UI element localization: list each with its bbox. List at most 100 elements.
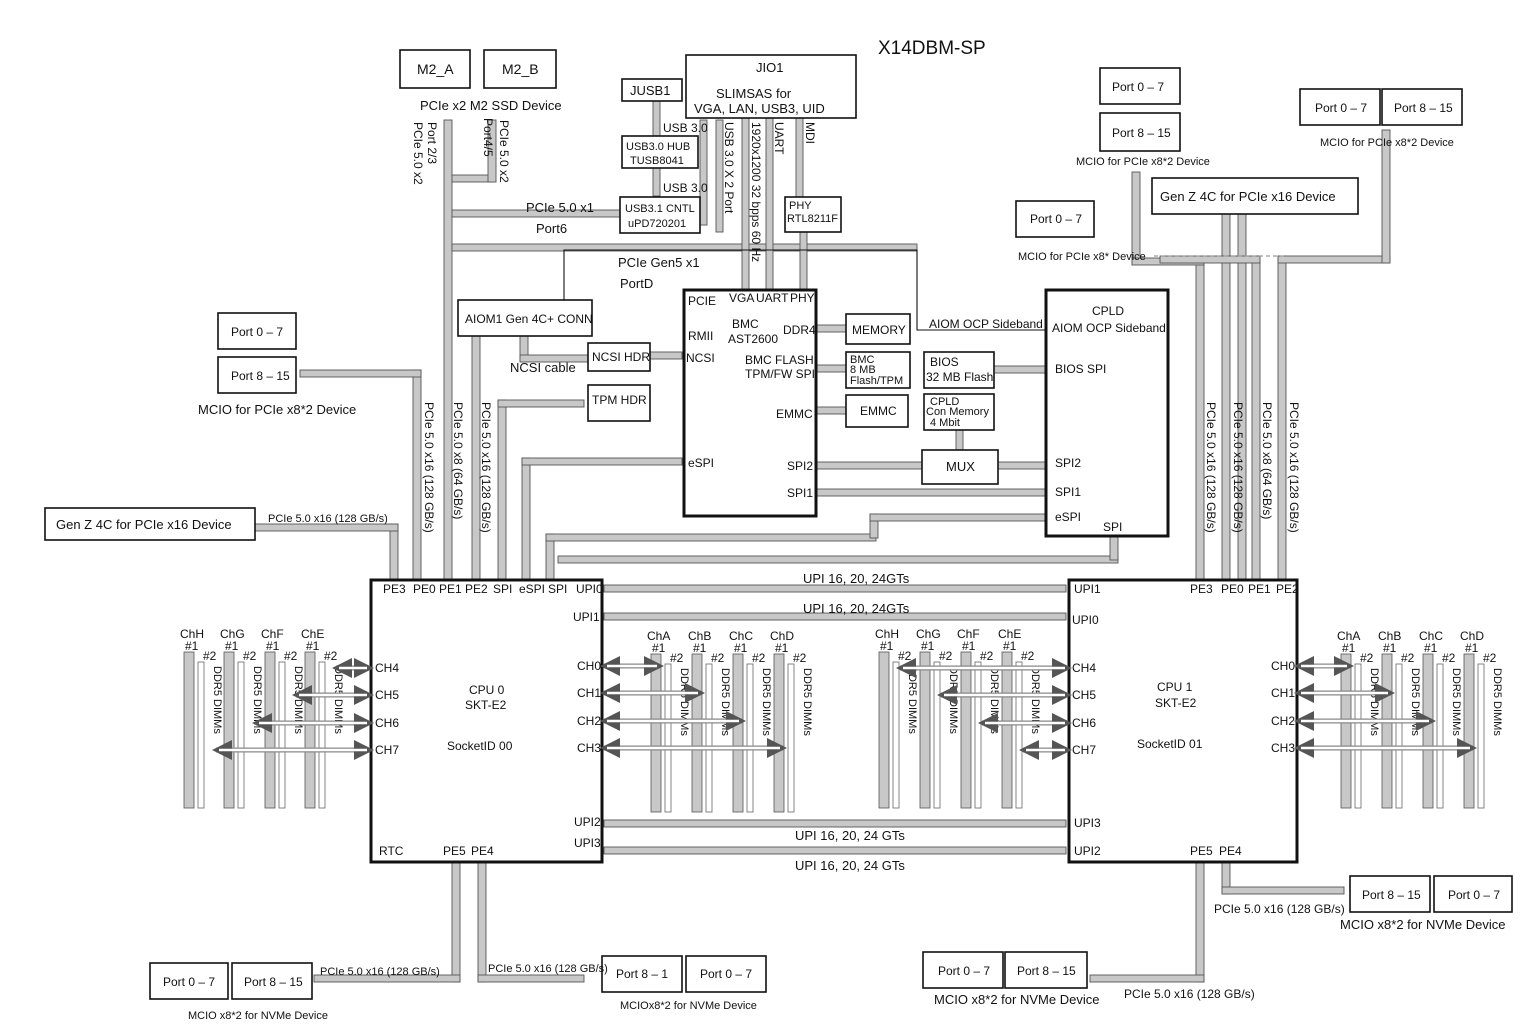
genz-left-label: Gen Z 4C for PCIe x16 Device <box>56 517 232 532</box>
dimm-num1: #1 <box>1465 641 1479 655</box>
usb-hub-line2: TUSB8041 <box>630 155 684 167</box>
cpu0-pe4: PE4 <box>471 844 494 858</box>
dimm-slot-2 <box>318 661 326 809</box>
dimm-num1: #1 <box>775 641 789 655</box>
bmc-mem-line1: BMC <box>850 354 875 366</box>
bmc-ddr4: DDR4 <box>783 323 816 337</box>
cpu0-socketid: SocketID 00 <box>447 739 513 753</box>
dimm-slot-2 <box>1015 661 1023 809</box>
jio1-line1: SLIMSAS for <box>716 86 792 101</box>
bl-caption: MCIO x8*2 for NVMe Device <box>188 1010 328 1022</box>
dimm-label: DDR5 DIMMs <box>801 668 813 736</box>
dimm-num1: #1 <box>185 639 199 653</box>
bus-r-pe0 <box>1221 213 1231 581</box>
dimm-num2: #2 <box>752 651 766 665</box>
cpu0-upi3: UPI3 <box>574 836 601 850</box>
cpld-mem-box <box>923 393 995 431</box>
bus-mdi <box>795 117 804 199</box>
bmc-pcie: PCIE <box>688 294 716 308</box>
bmc-mem-line2: 8 MB <box>850 364 876 376</box>
dimm-num2: #2 <box>898 649 912 663</box>
m2-b-box <box>483 49 557 89</box>
m2-b-label: M2_B <box>502 61 539 77</box>
usb30-label-a: USB 3.0 <box>663 121 708 135</box>
usb-hub-line1: USB3.0 HUB <box>626 141 690 153</box>
m2-vlabel-2: Port 2/3 <box>425 122 439 164</box>
dimm-channel-label: ChB <box>1378 629 1401 643</box>
cpu0-upi1: UPI1 <box>573 610 600 624</box>
usb-cntl-box <box>619 196 701 234</box>
dimm-channel-label: ChA <box>647 629 670 643</box>
br-caption: MCIO x8*2 for NVMe Device <box>934 992 1099 1007</box>
rx8-port07-box <box>1015 200 1095 238</box>
emmc-label: EMMC <box>860 404 897 418</box>
usb-hub-box <box>621 135 699 169</box>
dimm-slot-2 <box>1436 663 1444 809</box>
bus-jusb-hub <box>652 99 661 137</box>
dimm-slot-2 <box>746 663 754 813</box>
rx8-port07: Port 0 – 7 <box>1030 212 1082 226</box>
m2-a-box <box>399 49 471 89</box>
cpu1: UPI1 UPI0 UPI3 UPI2 PE3 PE0 PE1 PE2 CPU … <box>1067 578 1299 864</box>
cpu0-socket: SKT-E2 <box>465 698 507 712</box>
vlabel-r1: PCIe 5.0 x16 (128 GB/s) <box>1204 402 1218 533</box>
bmc-spi2: SPI2 <box>787 459 813 473</box>
dimm-num1: #1 <box>734 641 748 655</box>
dimm-channel-label: ChD <box>770 629 794 643</box>
bmc-phy: PHY <box>790 291 815 305</box>
bmc-chip: AST2600 <box>728 332 778 346</box>
bus-mcio-left <box>299 369 422 378</box>
cpu1-pe4: PE4 <box>1219 844 1242 858</box>
vlabel-l2: PCIe 5.0 x8 (64 GB/s) <box>451 402 465 519</box>
dimm-channel-label: ChD <box>1460 629 1484 643</box>
bus-m2-b <box>487 119 497 183</box>
vlabel-r2: PCIe 5.0 x16 (128 GB/s) <box>1231 402 1245 533</box>
dimm-slot-2 <box>278 661 286 809</box>
dimm-label: DDR5 DIMMs <box>1491 668 1503 736</box>
cpu1-socketid: SocketID 01 <box>1137 737 1203 751</box>
bmc-espi: eSPI <box>688 456 714 470</box>
cpld-mem-line2: Con Memory <box>926 406 989 418</box>
dimm-channel-label: ChC <box>1419 629 1443 643</box>
dimm-channel-label: ChG <box>220 627 245 641</box>
cpu0-spi2: SPI <box>548 582 567 596</box>
br-pcie: PCIe 5.0 x16 (128 GB/s) <box>1124 987 1255 1001</box>
bios-line1: BIOS <box>930 355 959 369</box>
bc-port07: Port 0 – 7 <box>700 967 752 981</box>
dimm-num2: #2 <box>284 649 298 663</box>
bios-line2: 32 MB Flash <box>926 370 993 384</box>
bmc-region: AIOM1 Gen 4C+ CONN NCSI HDR NCSI cable T… <box>457 288 1170 538</box>
cpld-spi: SPI <box>1103 520 1122 534</box>
bus-genz-left-v <box>389 523 399 581</box>
dimm-channel-label: ChC <box>729 629 753 643</box>
bus-vga <box>741 117 750 291</box>
phy-line2: RTL8211F <box>787 213 838 225</box>
cpu1-ch6: CH6 <box>1072 716 1096 730</box>
cpu0: PE3 PE0 PE1 PE2 SPI eSPI SPI UPI0 UPI1 U… <box>369 578 604 864</box>
bus-pcie-gen5 <box>451 243 918 252</box>
dimm-slot-1 <box>919 651 931 809</box>
upi-label-d: UPI 16, 20, 24 GTs <box>795 858 905 873</box>
bus-spi-cpld2-v <box>1109 535 1119 561</box>
m2-caption: PCIe x2 M2 SSD Device <box>420 98 562 113</box>
dimm-num1: #1 <box>921 639 935 653</box>
bmc-emmc: EMMC <box>776 407 813 421</box>
cpld-mem-line1: CPLD <box>930 396 959 408</box>
dimm-slot-1 <box>650 653 662 813</box>
bus-pe4-brr-h <box>1221 886 1345 895</box>
bus-r-pe2-v <box>1381 129 1391 264</box>
dimm-num1: #1 <box>1383 641 1397 655</box>
dimm-slot-2 <box>237 661 245 809</box>
bc-pcie: PCIe 5.0 x16 (128 GB/s) <box>488 963 608 975</box>
cpu1-box <box>1067 578 1299 864</box>
bus-mux-cpld <box>997 461 1047 470</box>
bus-pe5-br-h <box>1089 974 1205 983</box>
memory-box <box>845 313 911 345</box>
bottom-devices: Port 0 – 7 Port 8 – 15 PCIe 5.0 x16 (128… <box>149 875 1513 1022</box>
bus-upi-c <box>603 819 1067 828</box>
brr-port815-box <box>1349 875 1431 913</box>
